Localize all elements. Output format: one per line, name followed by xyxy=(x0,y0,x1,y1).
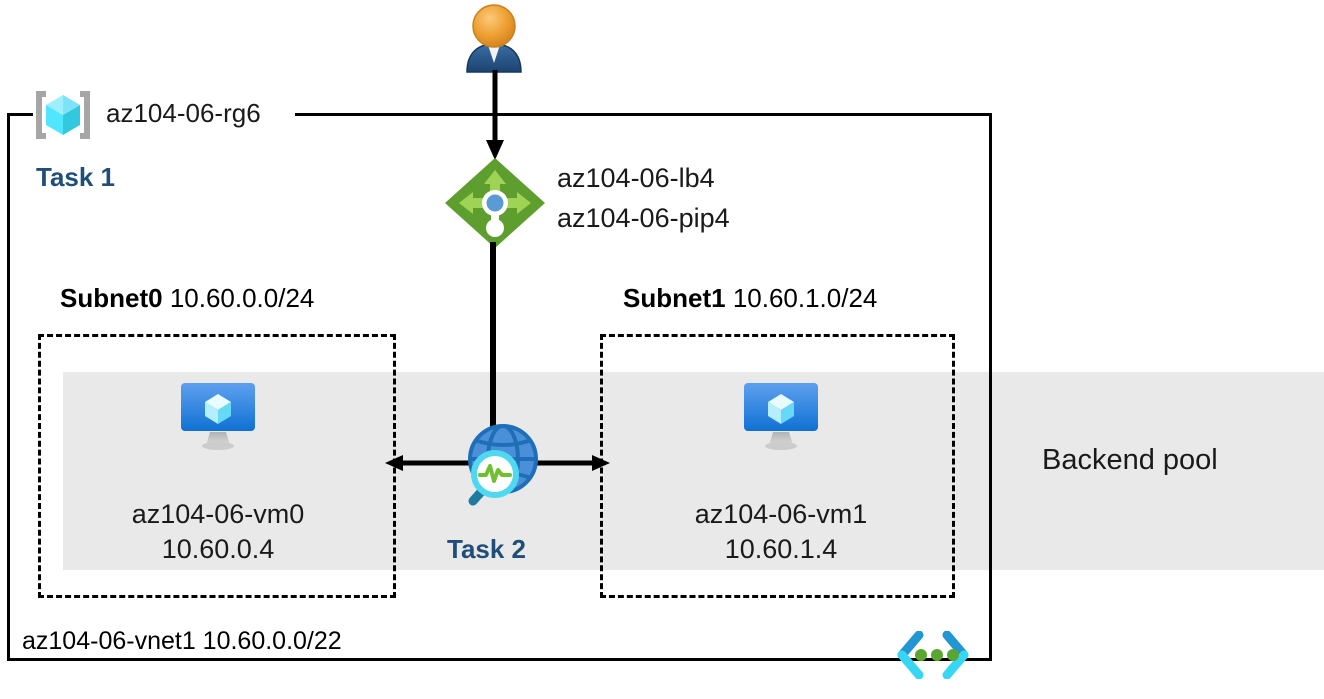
subnet0-name: Subnet0 xyxy=(60,283,163,313)
resource-group-border-top-left xyxy=(7,113,33,116)
backend-pool-band xyxy=(63,372,1324,570)
vm0-ip: 10.60.0.4 xyxy=(161,534,275,564)
resource-group-border-bottom xyxy=(7,658,992,661)
virtual-network-label: az104-06-vnet1 10.60.0.0/22 xyxy=(22,627,342,655)
subnet1-title: Subnet1 10.60.1.0/24 xyxy=(623,283,877,314)
backend-pool-label: Backend pool xyxy=(1042,444,1218,476)
subnet1-name: Subnet1 xyxy=(623,283,726,313)
vm0-name: az104-06-vm0 xyxy=(131,499,305,529)
network-watcher-icon xyxy=(447,417,547,517)
virtual-machine-icon xyxy=(177,381,259,451)
vm1-name: az104-06-vm1 xyxy=(694,499,868,529)
virtual-machine-icon xyxy=(740,381,822,451)
load-balancer-icon xyxy=(443,156,547,250)
resource-group-name: az104-06-rg6 xyxy=(106,98,261,128)
connector-user-to-lb xyxy=(480,70,510,162)
resource-group-border-left xyxy=(7,113,10,661)
resource-group-icon xyxy=(33,88,93,142)
load-balancer-name: az104-06-lb4 xyxy=(557,163,715,193)
connector-lb-to-network-watcher xyxy=(490,242,496,432)
task-2-label: Task 2 xyxy=(447,534,527,564)
subnet0-title: Subnet0 10.60.0.0/24 xyxy=(60,283,314,314)
resource-group-border-right xyxy=(989,113,992,661)
subnet1-cidr: 10.60.1.0/24 xyxy=(732,283,878,313)
task-1-label: Task 1 xyxy=(36,162,116,192)
virtual-network-icon xyxy=(893,630,973,680)
subnet0-cidr: 10.60.0.0/24 xyxy=(169,283,315,313)
resource-group-border-top-right xyxy=(295,113,992,116)
vm1-ip: 10.60.1.4 xyxy=(724,534,838,564)
public-ip-name: az104-06-pip4 xyxy=(557,203,730,233)
user-icon xyxy=(463,2,525,74)
